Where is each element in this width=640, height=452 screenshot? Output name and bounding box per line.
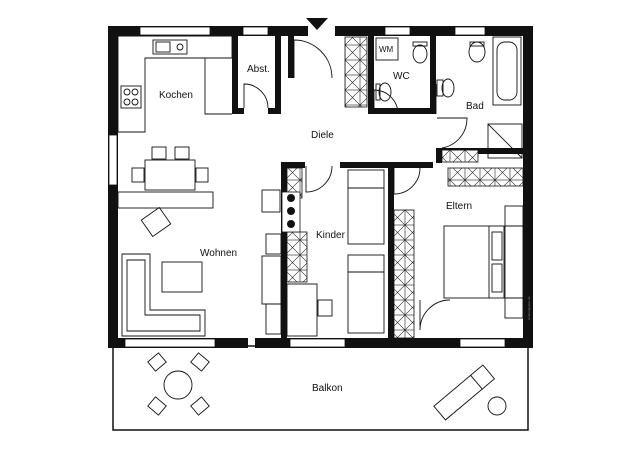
room-label-wc: WC [393, 71, 410, 82]
room-label-wohnen: Wohnen [200, 248, 237, 259]
door-swings [217, 39, 468, 346]
room-label-bad: Bad [466, 101, 484, 112]
room-label-eltern: Eltern [446, 201, 472, 212]
built-in-cabinets [286, 36, 524, 339]
balcony-furniture [147, 352, 507, 421]
bathroom-fixtures [375, 36, 523, 159]
parents-room-furniture [443, 205, 524, 319]
dining-table [117, 146, 214, 209]
living-room-furniture [121, 189, 282, 337]
watermark: wohnungsplan.de [527, 296, 531, 320]
kids-room-furniture [286, 169, 385, 337]
windows [108, 26, 506, 348]
room-label-diele: Diele [311, 130, 334, 141]
room-label-kochen: Kochen [159, 90, 193, 101]
room-label-wm: WM [379, 45, 394, 54]
storage-unit [281, 191, 301, 233]
room-label-kinder: Kinder [316, 230, 346, 241]
interior-walls [232, 36, 523, 348]
entrance-arrow-icon [306, 18, 328, 30]
room-label-balkon: Balkon [312, 383, 343, 394]
room-label-abst: Abst. [247, 64, 270, 75]
kitchen-counter [117, 35, 233, 133]
